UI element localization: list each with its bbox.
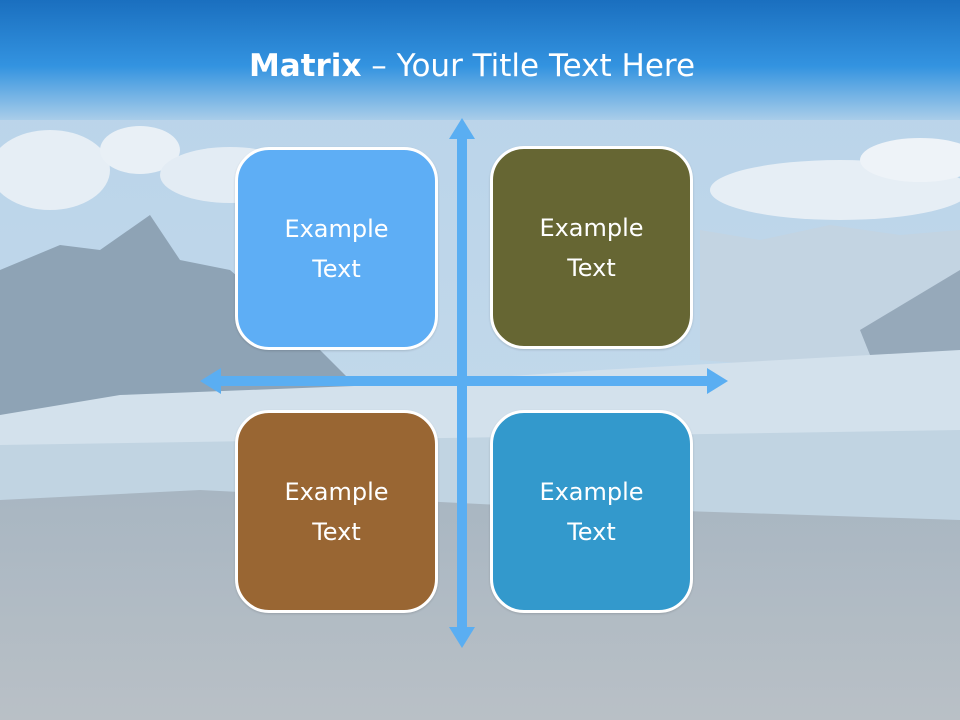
left-arrowhead-icon	[200, 368, 221, 394]
down-arrowhead-icon	[449, 627, 475, 648]
matrix-cell-bottom-left: Example Text	[235, 410, 438, 613]
title-rest: – Your Title Text Here	[361, 48, 696, 84]
horizontal-axis-shaft	[218, 376, 710, 386]
up-arrowhead-icon	[449, 118, 475, 139]
slide-title: Matrix – Your Title Text Here	[0, 48, 944, 84]
matrix-cell-bottom-right: Example Text	[490, 410, 693, 613]
right-arrowhead-icon	[707, 368, 728, 394]
title-bold: Matrix	[248, 48, 362, 84]
matrix-cell-top-left: Example Text	[235, 147, 438, 350]
matrix-cell-top-right: Example Text	[490, 146, 693, 349]
